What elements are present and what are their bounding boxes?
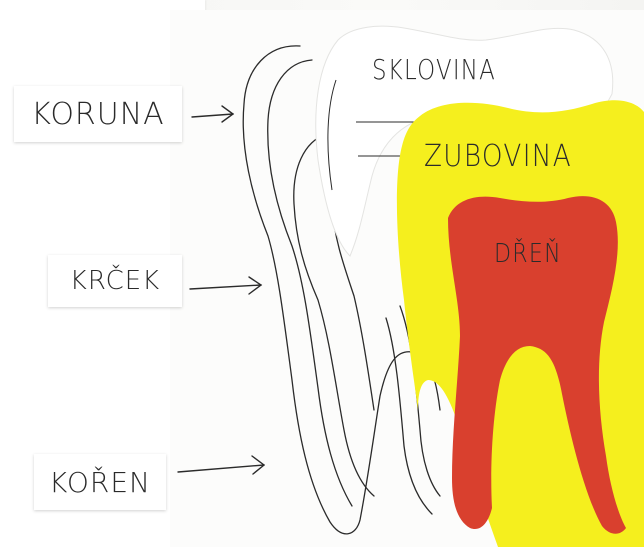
zubovina-label: ZUBOVINA (424, 139, 572, 174)
krcek-arrow (190, 277, 261, 294)
krcek-label-card: KRČEK (48, 255, 182, 307)
pointer-arrows (178, 106, 264, 474)
koren-label-card: KOŘEN (34, 454, 166, 510)
koruna-label: KORUNA (31, 97, 164, 132)
koruna-label-card: KORUNA (14, 86, 182, 142)
koruna-arrow (192, 106, 233, 122)
dren-label: DŘEŇ (494, 237, 562, 269)
koren-label: KOŘEN (49, 466, 151, 499)
krcek-label: KRČEK (70, 266, 160, 296)
koren-arrow (178, 456, 264, 474)
sklovina-label: SKLOVINA (372, 53, 496, 86)
